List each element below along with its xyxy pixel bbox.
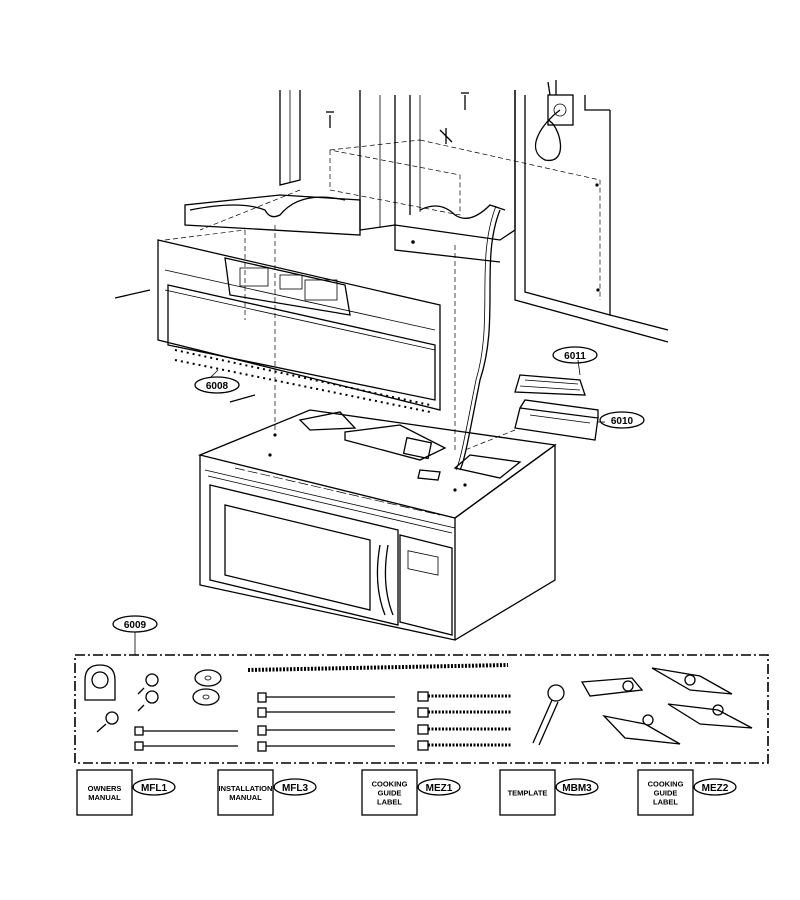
cord-clamp-icon: [84, 664, 116, 701]
washer-icon: [192, 688, 220, 706]
damper-part: [514, 374, 586, 396]
document-item-mbm3: TEMPLATE MBM3: [499, 769, 599, 816]
part-code-callout: [417, 778, 461, 796]
wood-screw-icon: [417, 707, 512, 718]
wall-cabinets: [184, 80, 669, 471]
wing-anchor-icon: [580, 677, 644, 697]
threaded-rod-icon: [247, 663, 509, 672]
document-box: [217, 769, 274, 816]
part-code: MEZ2: [702, 783, 729, 794]
document-box: [499, 769, 556, 816]
mounting-plate: [114, 225, 456, 450]
document-label: OWNERS: [88, 784, 122, 793]
wood-screw-icon: [417, 691, 512, 702]
document-label: LABEL: [653, 798, 678, 807]
document-label: COOKING: [372, 780, 408, 789]
long-bolt-icon: [134, 726, 238, 736]
bolt-icon: [114, 289, 151, 299]
document-label: TEMPLATE: [508, 789, 548, 798]
long-bolt-icon: [134, 741, 238, 751]
power-outlet-icon: [547, 80, 574, 126]
hardware-kit-parts: [84, 663, 753, 752]
document-label: MANUAL: [88, 793, 121, 802]
hardware-kit-box: [74, 654, 769, 764]
svg-text:6011: 6011: [564, 351, 586, 362]
wing-anchor-icon: [667, 703, 753, 729]
part-code-callout: [555, 778, 599, 796]
toggle-bolt-icon: [439, 128, 453, 144]
callout-6010: 6010: [598, 411, 645, 429]
part-code-callout: [273, 778, 317, 796]
document-box: [361, 769, 418, 816]
document-label: INSTALLATION: [219, 784, 273, 793]
document-label: LABEL: [377, 798, 402, 807]
wood-screw-icon: [417, 740, 512, 751]
toggle-bolt-icon: [532, 684, 565, 746]
document-label: MANUAL: [229, 793, 262, 802]
svg-text:6010: 6010: [611, 416, 634, 427]
long-bolt-icon: [257, 741, 395, 752]
wood-screw-icon: [417, 724, 512, 735]
document-label: COOKING: [648, 780, 684, 789]
part-code-callout: [132, 778, 176, 796]
mounting-holes: [174, 349, 431, 413]
callout-6009: 6009: [112, 615, 158, 655]
wing-anchor-icon: [602, 714, 681, 745]
callout-6011: 6011: [552, 346, 598, 376]
washer-icon: [194, 669, 222, 687]
callout-6008: 6008: [194, 369, 240, 394]
document-label: GUIDE: [654, 789, 678, 798]
part-code: MEZ1: [426, 783, 453, 794]
part-code-callout: [693, 778, 737, 796]
screw-icon: [96, 711, 119, 733]
screw-icon: [326, 111, 334, 128]
part-code: MFL1: [141, 783, 168, 794]
svg-text:6009: 6009: [124, 620, 147, 631]
document-label: GUIDE: [378, 789, 402, 798]
microwave-oven: [197, 409, 557, 641]
document-box: [637, 769, 694, 816]
long-bolt-icon: [257, 725, 395, 736]
wing-anchor-icon: [651, 667, 733, 695]
long-bolt-icon: [257, 707, 395, 718]
power-cord: [459, 109, 562, 471]
bolt-icon: [229, 394, 256, 403]
part-code: MFL3: [282, 783, 309, 794]
svg-text:6008: 6008: [206, 381, 229, 392]
screw-icon: [461, 92, 469, 110]
long-bolt-icon: [257, 692, 395, 703]
part-code: MBM3: [562, 783, 592, 794]
screw-icon: [137, 673, 159, 695]
exhaust-adaptor-part: [514, 399, 599, 441]
document-box: [76, 769, 133, 816]
screw-icon: [137, 690, 159, 712]
